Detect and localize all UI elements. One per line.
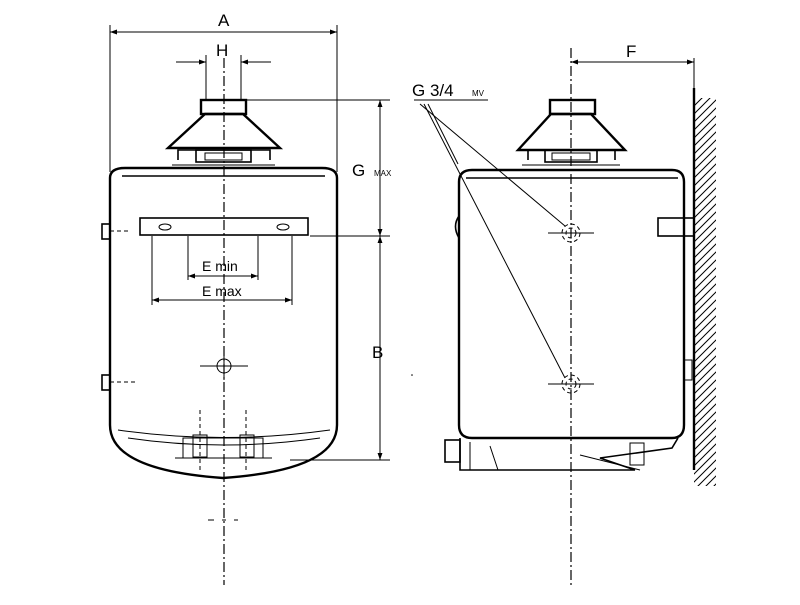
label-A: A	[218, 11, 230, 30]
label-E-max: E max	[202, 283, 242, 299]
label-G-sub: MAX	[374, 169, 392, 178]
side-burner-assembly	[444, 437, 679, 471]
leader-G34: G 3/4 MV	[412, 81, 566, 379]
wall-hatch	[694, 98, 716, 486]
label-B: B	[372, 343, 383, 362]
label-H: H	[216, 41, 228, 60]
side-bracket	[657, 217, 695, 237]
label-G34: G 3/4	[412, 81, 454, 100]
dimension-B: B	[290, 236, 390, 461]
dimension-F: F	[571, 42, 695, 90]
front-view	[101, 58, 339, 585]
side-view	[444, 48, 716, 585]
dimension-H: H	[176, 41, 271, 100]
dimension-E: E min E max	[151, 236, 293, 305]
label-E-min: E min	[202, 258, 238, 274]
dimension-A: A	[109, 11, 338, 172]
label-G: G	[352, 161, 365, 180]
front-side-fittings	[101, 223, 135, 391]
label-G34-sub: MV	[472, 89, 485, 98]
dimension-G-max: G MAX	[246, 99, 392, 237]
label-F: F	[626, 42, 636, 61]
